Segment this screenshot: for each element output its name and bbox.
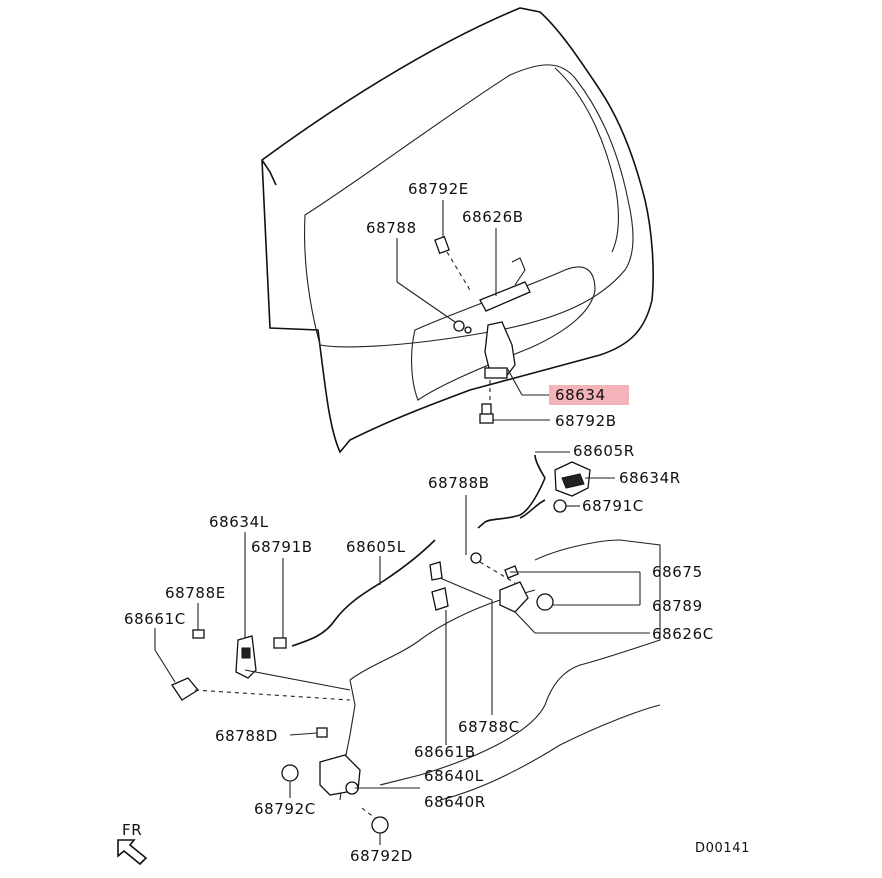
front-arrow-icon <box>117 839 148 866</box>
label-68792B: 68792B <box>555 412 617 430</box>
label-68675: 68675 <box>652 563 703 581</box>
clip-68788D <box>316 727 328 738</box>
label-68626C: 68626C <box>652 625 714 643</box>
diagram-code: D00141 <box>695 841 750 856</box>
front-direction-marker: FR <box>117 821 148 866</box>
bumper-68661C <box>171 677 351 701</box>
latch-68634R <box>554 461 591 497</box>
label-68605L: 68605L <box>346 538 406 556</box>
hinge-68640 <box>319 754 361 796</box>
label-68788C: 68788C <box>458 718 520 736</box>
highlight-68634 <box>549 385 629 405</box>
label-68640L: 68640L <box>424 767 484 785</box>
label-68791C: 68791C <box>582 497 644 515</box>
body-panel-outline <box>339 539 661 801</box>
latch-68634L <box>235 635 257 679</box>
lock-68634 <box>484 321 516 405</box>
label-68626B: 68626B <box>462 208 524 226</box>
label-68788B: 68788B <box>428 474 490 492</box>
label-68791B: 68791B <box>251 538 313 556</box>
label-68634: 68634 <box>555 386 606 404</box>
bolt-68792C <box>281 764 299 782</box>
part-labels: 68792E 68788 68626B 68634 68792B 68605R … <box>124 180 714 865</box>
bolt-68792B <box>479 403 494 424</box>
label-68788: 68788 <box>366 219 417 237</box>
label-68661B: 68661B <box>414 743 476 761</box>
bolt-68792D <box>361 807 389 834</box>
label-68640R: 68640R <box>424 793 486 811</box>
bumper-68661B <box>429 561 449 611</box>
clip-68788B <box>470 552 516 584</box>
clip-68791C <box>553 499 567 513</box>
label-68634R: 68634R <box>619 469 681 487</box>
rod-68605R <box>477 454 546 529</box>
label-68788E: 68788E <box>165 584 226 602</box>
label-68792D: 68792D <box>350 847 413 865</box>
rod-68605L <box>291 539 436 647</box>
label-68792E: 68792E <box>408 180 469 198</box>
clip-68788 <box>453 320 472 334</box>
leader-lines <box>154 200 650 845</box>
label-68605R: 68605R <box>573 442 635 460</box>
label-68792C: 68792C <box>254 800 316 818</box>
clip-68791B <box>273 637 287 649</box>
switch-68626B <box>479 257 531 312</box>
front-label: FR <box>122 821 142 839</box>
label-68788D: 68788D <box>215 727 278 745</box>
bolt-68792E <box>434 235 471 291</box>
label-68789: 68789 <box>652 597 703 615</box>
striker-68626C <box>499 565 554 613</box>
label-68634L: 68634L <box>209 513 269 531</box>
label-68661C: 68661C <box>124 610 186 628</box>
clip-68788E <box>192 629 205 639</box>
